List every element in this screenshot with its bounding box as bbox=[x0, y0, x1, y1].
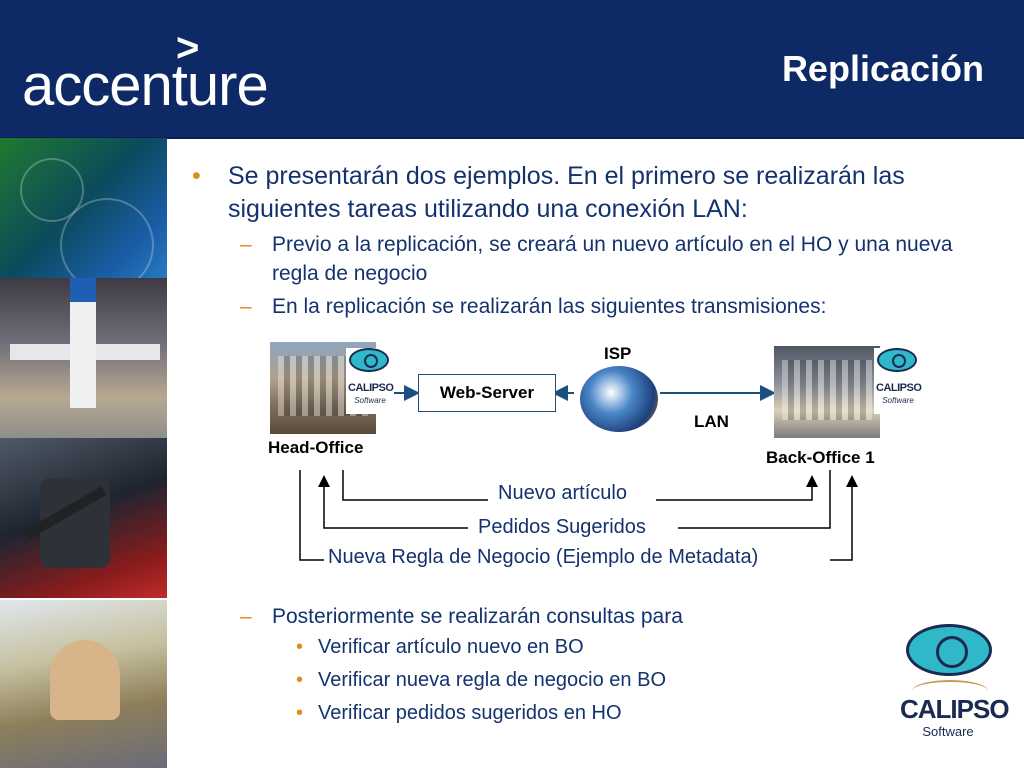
shopper-image bbox=[0, 600, 167, 768]
list-item: •Verificar pedidos sugeridos en HO bbox=[296, 702, 622, 724]
list-item: •Verificar nueva regla de negocio en BO bbox=[296, 669, 666, 691]
calipso-software-logo: CALIPSO Software bbox=[900, 620, 1010, 746]
sub-bullet-item: –En la replicación se realizarán las sig… bbox=[240, 295, 827, 318]
back-office-building-image bbox=[774, 346, 880, 438]
back-office-label: Back-Office 1 bbox=[766, 448, 875, 467]
bullet-item: •Se presentarán dos ejemplos. En el prim… bbox=[192, 162, 905, 223]
sidebar-images bbox=[0, 138, 167, 768]
sub-bullet-item: –Previo a la replicación, se creará un n… bbox=[240, 233, 953, 285]
content-bullets-lower: –Posteriormente se realizarán consultas … bbox=[190, 598, 990, 730]
list-item: •Verificar artículo nuevo en BO bbox=[296, 636, 584, 658]
content-bullets: •Se presentarán dos ejemplos. En el prim… bbox=[190, 160, 990, 321]
web-server-box: Web-Server bbox=[418, 374, 556, 412]
globe-icon bbox=[580, 366, 658, 432]
brand-mark: > bbox=[176, 26, 200, 70]
slide-header: > accenture Replicación bbox=[0, 0, 1024, 139]
calipso-logo-icon: CALIPSO Software bbox=[874, 348, 922, 414]
sub-bullet-item: –Posteriormente se realizarán consultas … bbox=[240, 605, 683, 628]
flow-nuevo-articulo: Nuevo artículo bbox=[494, 482, 631, 505]
flow-pedidos-sugeridos: Pedidos Sugeridos bbox=[474, 516, 650, 539]
gas-station-image bbox=[0, 278, 167, 438]
brand-logo: accenture bbox=[22, 53, 269, 118]
marketing-image bbox=[0, 138, 167, 298]
isp-label: ISP bbox=[604, 344, 632, 363]
diagram-connectors bbox=[299, 385, 858, 561]
calipso-logo-icon: CALIPSO Software bbox=[346, 348, 394, 414]
slide-title: Replicación bbox=[781, 48, 984, 89]
lan-label: LAN bbox=[694, 412, 729, 431]
replication-diagram: CALIPSO Software Head-Office Web-Server … bbox=[230, 336, 930, 580]
fuel-pump-image bbox=[0, 438, 167, 598]
flow-nueva-regla: Nueva Regla de Negocio (Ejemplo de Metad… bbox=[324, 546, 763, 569]
head-office-label: Head-Office bbox=[268, 438, 364, 457]
